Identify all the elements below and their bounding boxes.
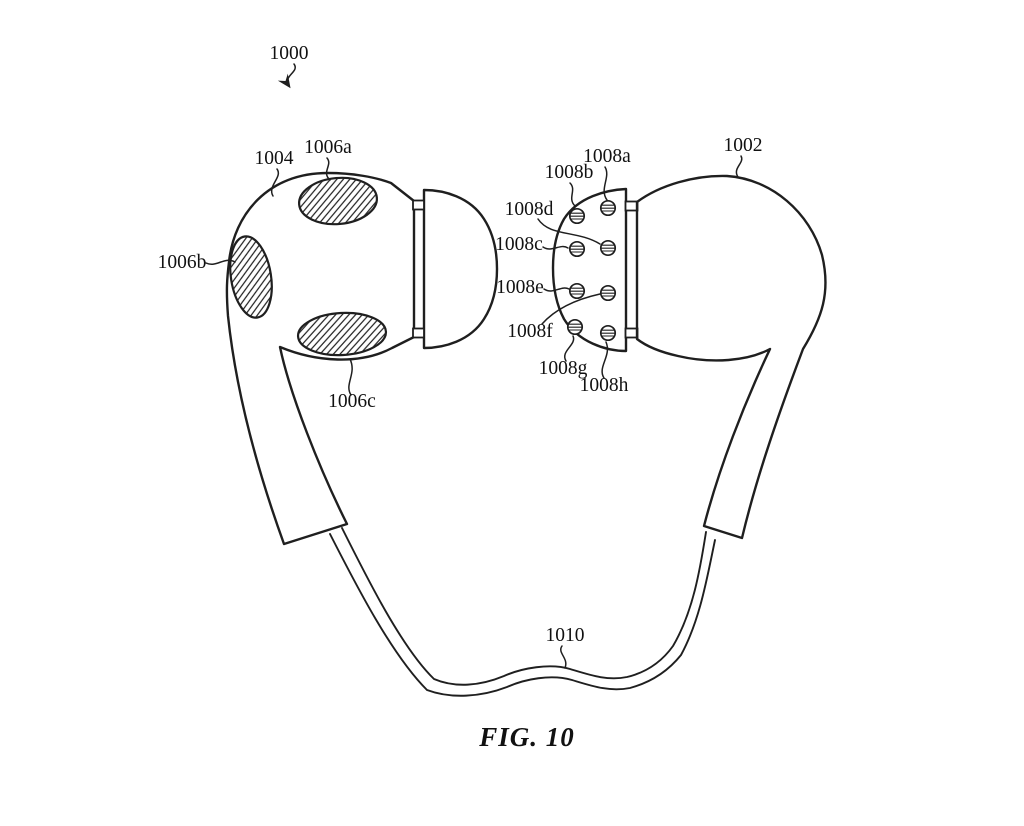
contact-1008b xyxy=(568,207,586,225)
ref-label-1008f: 1008f xyxy=(507,321,553,342)
leader-1008d xyxy=(537,218,601,245)
cable-upper-line xyxy=(341,527,707,686)
cable-lower-line xyxy=(329,533,716,697)
right-earbud-housing xyxy=(635,174,827,540)
leader-1008g xyxy=(563,335,575,362)
contact-1008d xyxy=(599,239,617,257)
leader-1008h xyxy=(601,341,609,379)
ref-label-1010: 1010 xyxy=(546,625,585,646)
ref-label-1006c: 1006c xyxy=(328,391,376,412)
left-eartip xyxy=(422,188,499,350)
contact-1008f xyxy=(599,284,617,302)
contact-1008g xyxy=(566,318,584,336)
leader-lines xyxy=(205,63,743,669)
leader-1006b xyxy=(205,259,236,265)
contact-array xyxy=(566,199,617,342)
ref-label-1002: 1002 xyxy=(724,135,763,156)
leader-1004 xyxy=(270,168,280,197)
figure-caption: FIG. 10 xyxy=(478,722,575,752)
ref-label-1008b: 1008b xyxy=(545,162,594,183)
leader-1000 xyxy=(277,63,296,89)
contact-1008h xyxy=(599,324,617,342)
left-earbud-housing xyxy=(225,171,416,546)
leader-1008a xyxy=(603,166,608,201)
left-connector-tab-top xyxy=(412,199,425,211)
right-contact-plate xyxy=(551,187,628,353)
ref-label-1008d: 1008d xyxy=(505,199,554,220)
right-connector-tab-top xyxy=(624,200,639,212)
leader-1002 xyxy=(735,155,743,178)
contact-1008c xyxy=(568,240,586,258)
ref-label-1008c: 1008c xyxy=(495,234,543,255)
leader-1008e xyxy=(543,287,570,292)
ref-label-1004: 1004 xyxy=(255,148,294,169)
right-connector-tab-bottom xyxy=(624,327,639,339)
connecting-cable xyxy=(329,527,716,697)
ref-label-1008a: 1008a xyxy=(583,146,631,167)
leader-1008f xyxy=(541,293,601,325)
sensor-window-1006a xyxy=(297,176,379,226)
ref-label-1000: 1000 xyxy=(270,43,309,64)
leader-1008b xyxy=(569,182,576,207)
ref-label-1008g: 1008g xyxy=(539,358,588,379)
leader-1008c xyxy=(542,245,569,250)
contact-1008e xyxy=(568,282,586,300)
left-connector-tab-bottom xyxy=(412,327,425,339)
ref-label-1006b: 1006b xyxy=(158,252,207,273)
leader-1010 xyxy=(560,645,567,669)
ref-label-1006a: 1006a xyxy=(304,137,352,158)
ref-label-1008h: 1008h xyxy=(580,375,629,396)
reference-labels: 1000 1004 1006a 1006b 1006c 1002 1008a 1… xyxy=(158,43,763,646)
ref-label-1008e: 1008e xyxy=(496,277,544,298)
leader-1006a xyxy=(325,157,331,181)
sensor-window-1006c xyxy=(296,311,388,357)
sensor-window-1006b xyxy=(229,235,273,319)
leader-1006c xyxy=(348,358,353,396)
contact-1008a xyxy=(599,199,617,217)
